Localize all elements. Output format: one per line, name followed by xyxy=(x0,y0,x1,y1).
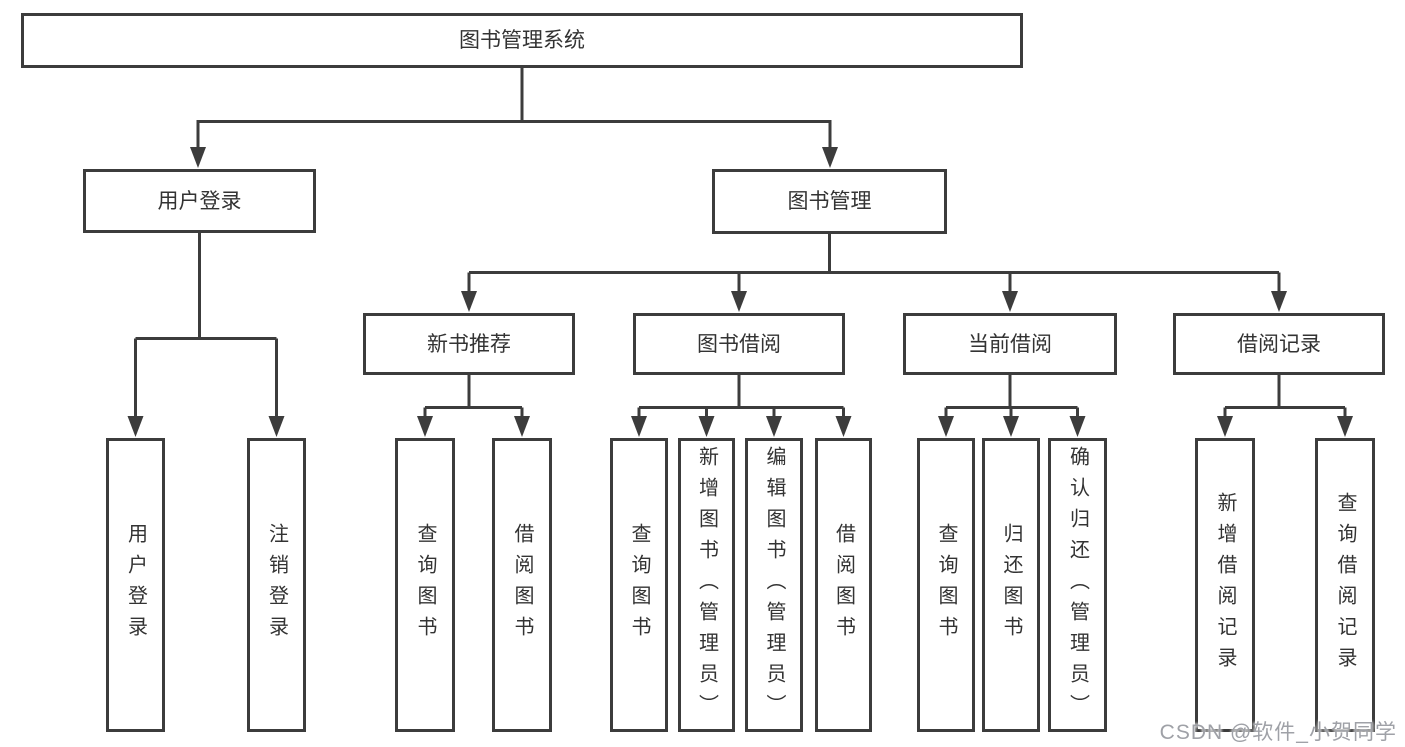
node-leaf-borrow-book-1: 借阅图书 xyxy=(492,438,552,732)
arrow-down-icon xyxy=(514,416,530,437)
arrow-down-icon xyxy=(1271,291,1287,312)
arrowheads xyxy=(127,147,1353,437)
arrow-down-icon xyxy=(731,291,747,312)
arrow-down-icon xyxy=(1002,291,1018,312)
arrow-down-icon xyxy=(268,416,285,437)
edge-book-mgmt-children xyxy=(467,234,1281,293)
arrow-down-icon xyxy=(835,416,852,437)
csdn-watermark: CSDN @软件_小贺同学 xyxy=(1159,721,1397,744)
arrow-down-icon xyxy=(1337,416,1353,437)
arrow-down-icon xyxy=(461,291,477,312)
node-leaf-query-book-3: 查询图书 xyxy=(917,438,975,732)
edge-current-borrow-children xyxy=(944,375,1079,419)
arrow-down-icon xyxy=(698,416,715,437)
node-borrow-record: 借阅记录 xyxy=(1173,313,1385,375)
edge-new-book-rec-children xyxy=(423,375,524,419)
arrow-down-icon xyxy=(1003,416,1019,437)
node-leaf-logout: 注销登录 xyxy=(247,438,306,732)
arrow-down-icon xyxy=(417,416,433,437)
edge-root-children xyxy=(196,68,832,150)
arrow-down-icon xyxy=(822,147,838,168)
edge-borrow-record-children xyxy=(1223,375,1347,419)
arrow-down-icon xyxy=(631,416,647,437)
arrow-down-icon xyxy=(127,416,144,437)
node-leaf-edit-book: 编辑图书（管理员） xyxy=(745,438,803,732)
node-leaf-borrow-book-2: 借阅图书 xyxy=(815,438,872,732)
arrow-down-icon xyxy=(938,416,954,437)
node-leaf-add-book: 新增图书（管理员） xyxy=(678,438,735,732)
node-new-book-rec: 新书推荐 xyxy=(363,313,575,375)
node-leaf-add-borrow-record: 新增借阅记录 xyxy=(1195,438,1255,732)
node-root: 图书管理系统 xyxy=(21,13,1023,68)
arrow-down-icon xyxy=(1217,416,1233,437)
node-leaf-query-borrow-record: 查询借阅记录 xyxy=(1315,438,1375,732)
node-leaf-user-login: 用户登录 xyxy=(106,438,165,732)
edge-book-borrow-children xyxy=(637,375,845,419)
arrow-down-icon xyxy=(766,416,782,437)
node-book-borrow: 图书借阅 xyxy=(633,313,845,375)
node-book-mgmt: 图书管理 xyxy=(712,169,947,234)
node-leaf-query-book-2: 查询图书 xyxy=(610,438,668,732)
node-leaf-return-book: 归还图书 xyxy=(982,438,1040,732)
node-current-borrow: 当前借阅 xyxy=(903,313,1117,375)
node-user-login: 用户登录 xyxy=(83,169,316,233)
arrow-down-icon xyxy=(190,147,206,168)
arrow-down-icon xyxy=(1069,416,1086,437)
node-leaf-confirm-return: 确认归还（管理员） xyxy=(1048,438,1107,732)
node-leaf-query-book-1: 查询图书 xyxy=(395,438,455,732)
edge-user-login-children xyxy=(134,233,278,419)
